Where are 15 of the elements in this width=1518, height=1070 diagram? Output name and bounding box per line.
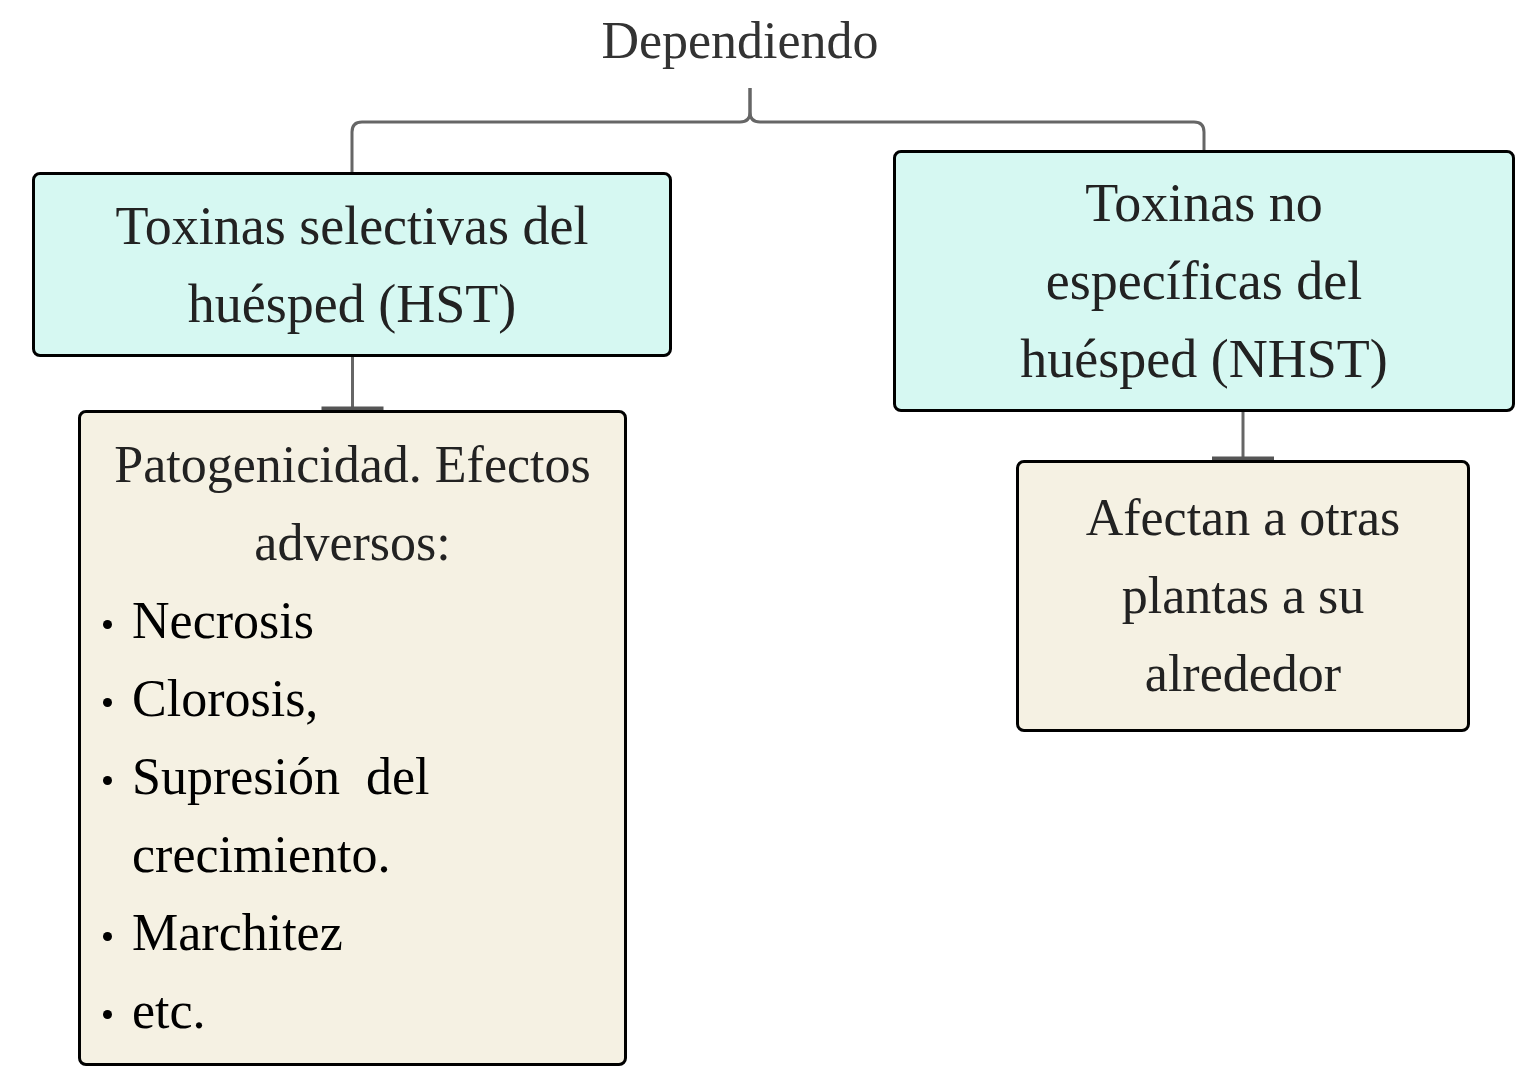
bullet-item: Clorosis, xyxy=(132,669,319,729)
heading-text: Dependiendo xyxy=(530,2,950,80)
category-box xyxy=(32,172,672,357)
bullet-item: Supresión del crecimiento. xyxy=(132,747,431,885)
box-text: Toxinas selectivas del huésped (HST) xyxy=(114,194,590,336)
description-box xyxy=(78,410,627,1066)
bullet-item: Necrosis xyxy=(132,591,314,651)
box-text: Afectan a otras plantas a su alrededor xyxy=(1084,488,1402,704)
category-box xyxy=(893,150,1515,412)
bullet-item: etc. xyxy=(132,981,206,1041)
box-text: Patogenicidad. Efectos adversos: xyxy=(113,435,592,573)
description-box xyxy=(1016,460,1470,732)
box-text: Toxinas no específicas del huésped (NHST) xyxy=(1019,172,1389,391)
connector-line xyxy=(748,88,1206,150)
bullet-item: Marchitez xyxy=(132,903,343,963)
